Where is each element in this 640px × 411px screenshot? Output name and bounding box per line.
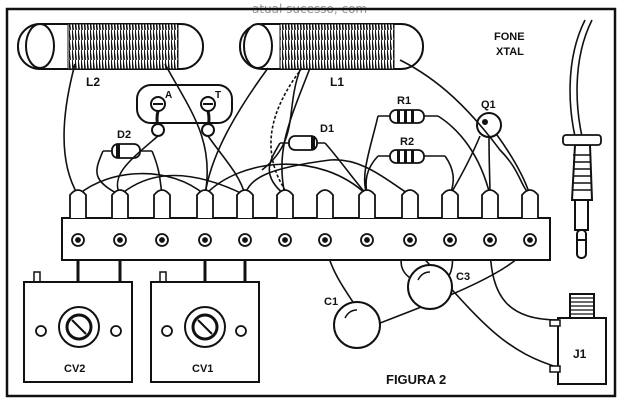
lug-10 bbox=[441, 189, 459, 247]
diode-d2 bbox=[103, 143, 152, 159]
label-r1: R1 bbox=[397, 95, 411, 107]
capacitor-c1 bbox=[333, 301, 381, 349]
label-l2: L2 bbox=[86, 75, 100, 89]
lug-3 bbox=[153, 189, 171, 247]
resistor-r2 bbox=[378, 149, 445, 164]
label-cv2: CV2 bbox=[64, 363, 85, 375]
lug-7 bbox=[316, 189, 334, 247]
label-xtal: XTAL bbox=[496, 46, 524, 58]
label-c3: C3 bbox=[456, 271, 470, 283]
lug-5 bbox=[236, 189, 254, 247]
lug-8 bbox=[358, 189, 376, 247]
variable-capacitor-cv2 bbox=[23, 271, 133, 383]
label-d2: D2 bbox=[117, 129, 131, 141]
label-l1: L1 bbox=[330, 75, 344, 89]
coil-l2 bbox=[17, 23, 204, 70]
capacitor-c3 bbox=[407, 264, 453, 310]
coil-l1 bbox=[239, 23, 424, 70]
lug-4 bbox=[196, 189, 214, 247]
figure-caption: FIGURA 2 bbox=[386, 372, 446, 387]
label-a: A bbox=[165, 90, 172, 101]
diode-d1 bbox=[280, 135, 325, 151]
label-q1: Q1 bbox=[481, 99, 496, 111]
lug-12 bbox=[521, 189, 539, 247]
label-j1: J1 bbox=[573, 347, 587, 361]
resistor-r1 bbox=[378, 109, 438, 124]
lug-11 bbox=[481, 189, 499, 247]
terminal-strip bbox=[61, 189, 551, 261]
figure-frame bbox=[5, 7, 617, 398]
lug-2 bbox=[111, 189, 129, 247]
label-fone: FONE bbox=[494, 31, 525, 43]
antenna-ground-terminals bbox=[136, 84, 233, 137]
lug-6 bbox=[276, 189, 294, 247]
lug-1 bbox=[69, 189, 87, 247]
label-c1: C1 bbox=[324, 296, 338, 308]
label-cv1: CV1 bbox=[192, 363, 213, 375]
label-t: T bbox=[215, 90, 221, 101]
label-r2: R2 bbox=[400, 136, 414, 148]
jack-j1 bbox=[549, 293, 607, 385]
lug-9 bbox=[401, 189, 419, 247]
headphone-plug bbox=[562, 134, 602, 259]
variable-capacitor-cv1 bbox=[150, 271, 260, 383]
label-d1: D1 bbox=[320, 123, 334, 135]
